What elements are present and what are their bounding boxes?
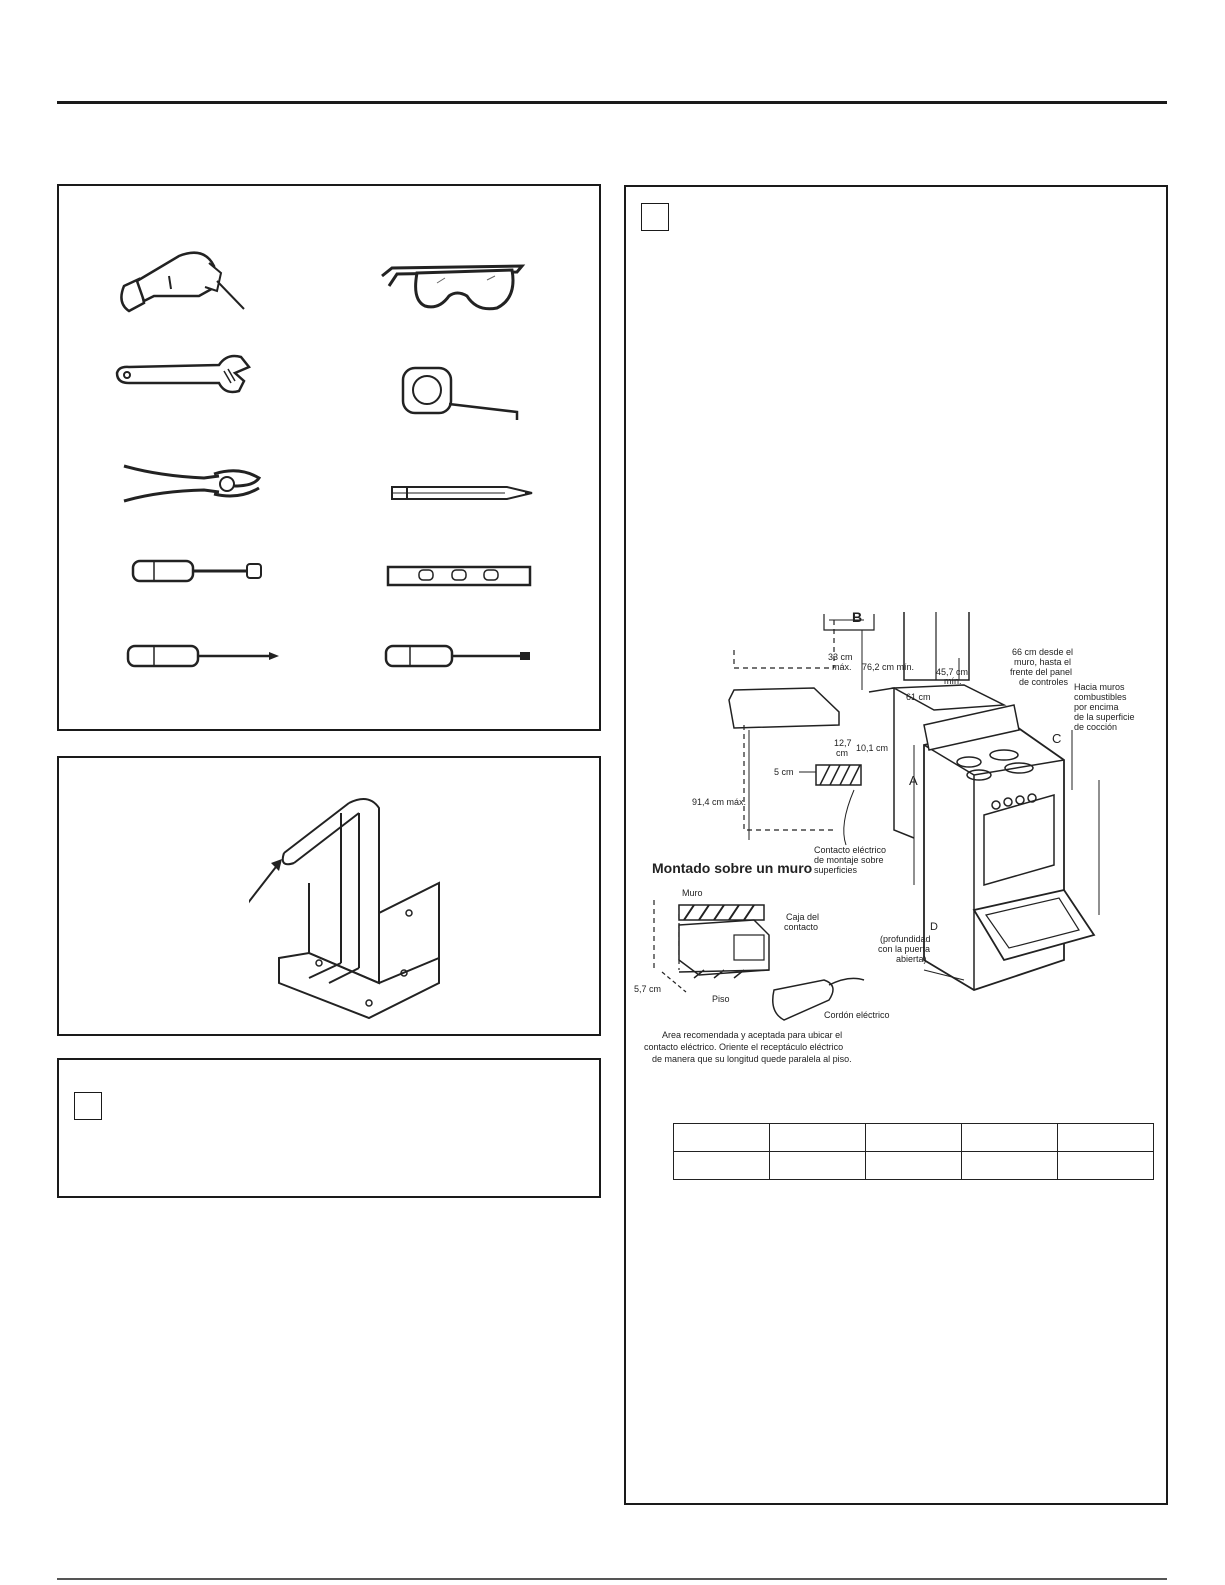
anti-tip-bracket-panel [57, 756, 601, 1036]
table-cell [769, 1123, 866, 1152]
label-d: D [930, 921, 938, 933]
label-dim-66-2: muro, hasta el [1014, 657, 1071, 667]
label-dim-101: 10,1 cm [856, 743, 888, 753]
step-number-box-left [74, 1092, 102, 1120]
label-caja-2: contacto [784, 922, 818, 932]
adjustable-wrench-icon [115, 354, 252, 394]
phillips-screwdriver-icon [126, 644, 279, 668]
table-cell [865, 1123, 962, 1152]
label-combustibles-2: combustibles [1074, 692, 1127, 702]
label-dim-762: 76,2 cm mín. [862, 662, 914, 672]
label-piso: Piso [712, 994, 730, 1004]
label-dim-57: 5,7 cm [634, 984, 661, 994]
label-combustibles-5: de cocción [1074, 722, 1117, 732]
range-clearance-diagram: B 33 cm máx. 76,2 cm mín. 45,7 cm mín. 6… [634, 609, 1135, 1064]
step-number-box-right [641, 203, 669, 231]
label-c: C [1052, 731, 1061, 746]
label-dim-66-3: frente del panel [1010, 667, 1072, 677]
label-d-note-1: (profundidad [880, 934, 931, 944]
label-caption-3: de manera que su longitud quede paralela… [652, 1054, 852, 1064]
label-dim-914: 91,4 cm máx. [692, 797, 746, 807]
label-dim-61: 61 cm [906, 692, 931, 702]
step-panel-left [57, 1058, 601, 1198]
label-d-note-3: abierta) [896, 954, 927, 964]
table-cell [673, 1123, 770, 1152]
label-surface-3: superficies [814, 865, 858, 875]
pliers-icon [123, 464, 262, 503]
label-wall-mount-title: Montado sobre un muro [652, 860, 812, 876]
label-dim-127-2: cm [836, 748, 848, 758]
label-d-note-2: con la puerta [878, 944, 930, 954]
label-dim-127-1: 12,7 [834, 738, 852, 748]
label-dim-457-1: 45,7 cm [936, 667, 968, 677]
drill-icon [120, 251, 245, 313]
table-row [673, 1123, 1154, 1152]
label-caption-2: contacto eléctrico. Oriente el receptácu… [644, 1042, 843, 1052]
label-dim-66-4: de controles [1019, 677, 1069, 687]
table-cell [673, 1151, 770, 1180]
nut-driver-icon [131, 559, 262, 583]
label-muro: Muro [682, 888, 703, 898]
tape-measure-icon [401, 366, 519, 420]
label-surface-2: de montaje sobre [814, 855, 884, 865]
table-cell [865, 1151, 962, 1180]
table-cell [1057, 1123, 1154, 1152]
header-rule [57, 101, 1167, 104]
label-dim-457-2: mín. [944, 676, 962, 686]
label-dim-33-2: máx. [832, 662, 852, 672]
anti-tip-bracket-illustration [249, 798, 440, 1020]
step-panel-right [624, 185, 1168, 1505]
label-surface-1: Contacto eléctrico [814, 845, 886, 855]
dimensions-table [673, 1123, 1154, 1180]
table-row [673, 1151, 1154, 1180]
label-caja-1: Caja del [786, 912, 819, 922]
label-combustibles-4: de la superficie [1074, 712, 1135, 722]
label-dim-66-1: 66 cm desde el [1012, 647, 1073, 657]
table-cell [1057, 1151, 1154, 1180]
label-dim-33-1: 33 cm [828, 652, 853, 662]
label-dim-5: 5 cm [774, 767, 794, 777]
table-cell [961, 1123, 1058, 1152]
label-caption-1: Area recomendada y aceptada para ubicar … [662, 1030, 842, 1040]
tools-panel [57, 184, 601, 731]
label-combustibles-3: por encima [1074, 702, 1119, 712]
label-b: B [852, 609, 862, 625]
label-combustibles-1: Hacia muros [1074, 682, 1125, 692]
flat-screwdriver-icon [384, 644, 530, 668]
pencil-icon [391, 486, 533, 500]
footer-rule [57, 1578, 1167, 1580]
safety-glasses-icon [381, 264, 526, 311]
table-cell [769, 1151, 866, 1180]
label-cordon: Cordón eléctrico [824, 1010, 890, 1020]
level-icon [386, 565, 532, 587]
table-cell [961, 1151, 1058, 1180]
